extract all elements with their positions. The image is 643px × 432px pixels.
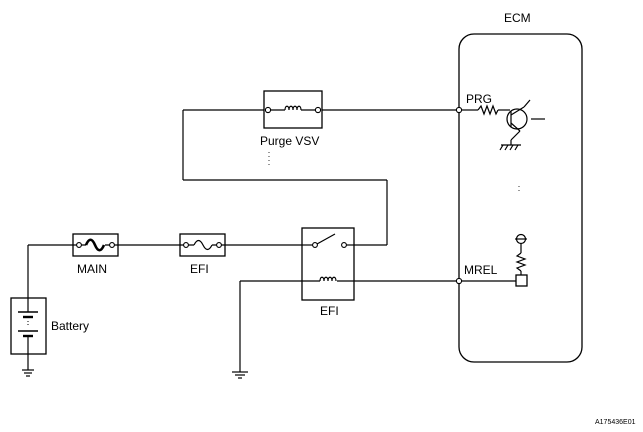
efi-relay-label: EFI	[320, 304, 339, 318]
transistor-icon	[506, 99, 531, 141]
ecm-label: ECM	[504, 11, 531, 25]
prg-label: PRG	[466, 92, 492, 106]
switch-icon	[316, 233, 336, 245]
main-fuse	[72, 233, 119, 257]
coil-icon	[319, 276, 337, 282]
purge-vsv-wiring	[182, 109, 459, 246]
mrel-label: MREL	[464, 263, 498, 277]
mrel-terminal	[455, 277, 463, 285]
ecm-box	[458, 33, 583, 363]
ground-icon	[232, 371, 248, 379]
resistor-icon	[515, 252, 527, 272]
coil-icon	[284, 105, 302, 111]
battery-label: Battery	[51, 319, 89, 333]
purge-vsv-label: Purge VSV	[260, 134, 319, 148]
power-line	[27, 244, 315, 298]
resistor-icon	[477, 104, 499, 116]
battery	[10, 297, 47, 355]
ground-icon	[499, 144, 521, 151]
efi-relay	[301, 227, 355, 301]
voltage-source-icon	[515, 233, 527, 245]
prg-terminal	[455, 106, 463, 114]
purge-vsv	[263, 90, 323, 129]
efi-fuse	[179, 233, 226, 257]
fuse-icon	[84, 238, 106, 252]
efi-fuse-label: EFI	[190, 262, 209, 276]
figure-code: A175436E01	[595, 419, 636, 426]
mrel-driver-box	[515, 274, 528, 287]
ground-icon	[22, 369, 34, 377]
relay-coil-wiring	[239, 280, 459, 372]
main-fuse-label: MAIN	[77, 262, 107, 276]
fuse-icon	[193, 239, 213, 251]
